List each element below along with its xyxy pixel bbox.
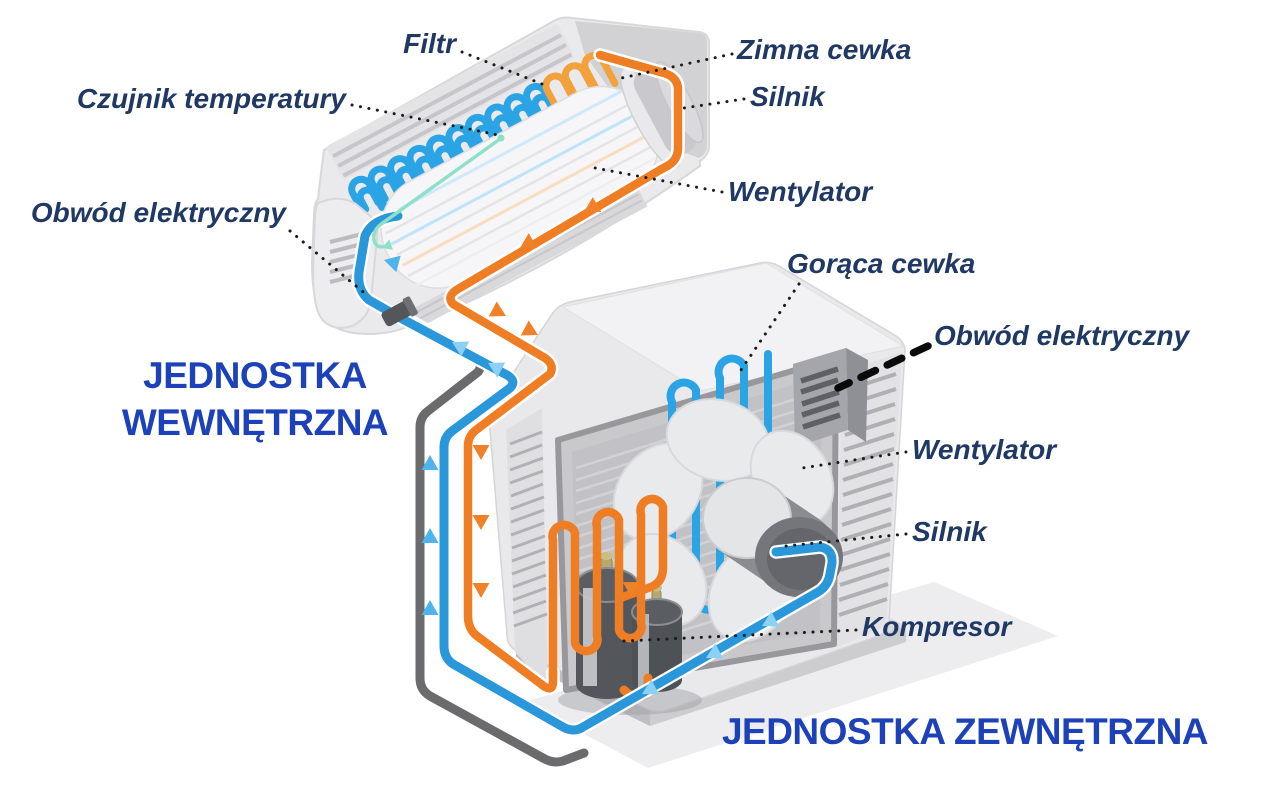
outdoor-unit-title: JEDNOSTKA ZEWNĘTRZNA — [721, 711, 1209, 752]
leader-obwod-indoor — [288, 229, 370, 298]
leader-wentylator-outdoor — [794, 450, 908, 471]
indoor-unit-illustration — [310, 16, 710, 336]
outdoor-left-louvers — [506, 408, 548, 688]
hot-pipe — [446, 50, 683, 693]
label-wentylator-indoor: Wentylator — [728, 176, 873, 207]
hot-coil-outdoor — [548, 494, 668, 681]
indoor-unit-title: JEDNOSTKA WEWNĘTRZNA — [55, 352, 455, 446]
label-kompresor: Kompresor — [862, 611, 1012, 642]
leader-wentylator-indoor — [588, 165, 724, 194]
label-silnik-indoor: Silnik — [750, 81, 825, 112]
label-silnik-outdoor: Silnik — [912, 516, 987, 547]
sensor-wire — [371, 134, 505, 254]
indoor-coil-cold — [348, 82, 561, 220]
refrigerant-pipes — [351, 48, 839, 769]
label-filtr: Filtr — [403, 28, 456, 59]
leader-filtr — [460, 50, 549, 88]
label-zimna-cewka: Zimna cewka — [737, 34, 912, 65]
label-czujnik-temperatury: Czujnik temperatury — [76, 83, 346, 114]
cold-pipe — [354, 211, 837, 735]
indoor-grille-slats — [332, 33, 573, 178]
leader-czujnik — [350, 103, 505, 138]
label-obwod-elektryczny-indoor: Obwód elektryczny — [30, 197, 286, 228]
indoor-end-cap — [311, 197, 379, 329]
indoor-cap-louvers — [329, 232, 363, 284]
leader-silnik-indoor — [682, 97, 746, 110]
indoor-unit-title-line2: WEWNĘTRZNA — [121, 402, 389, 443]
leader-obwod-outdoor — [834, 342, 932, 392]
label-wentylator-outdoor: Wentylator — [912, 434, 1057, 465]
label-goraca-cewka: Gorąca cewka — [787, 248, 976, 279]
indoor-coil-inner-row — [356, 93, 557, 213]
indoor-unit-title-line1: JEDNOSTKA — [143, 355, 367, 396]
label-obwod-elektryczny-outdoor: Obwód elektryczny — [934, 320, 1190, 351]
leader-zimna-cewka — [615, 52, 734, 81]
pipe-junction — [381, 296, 418, 327]
leader-silnik-outdoor — [784, 532, 908, 548]
leader-goraca-cewka — [737, 282, 801, 375]
leader-lines — [288, 50, 932, 643]
